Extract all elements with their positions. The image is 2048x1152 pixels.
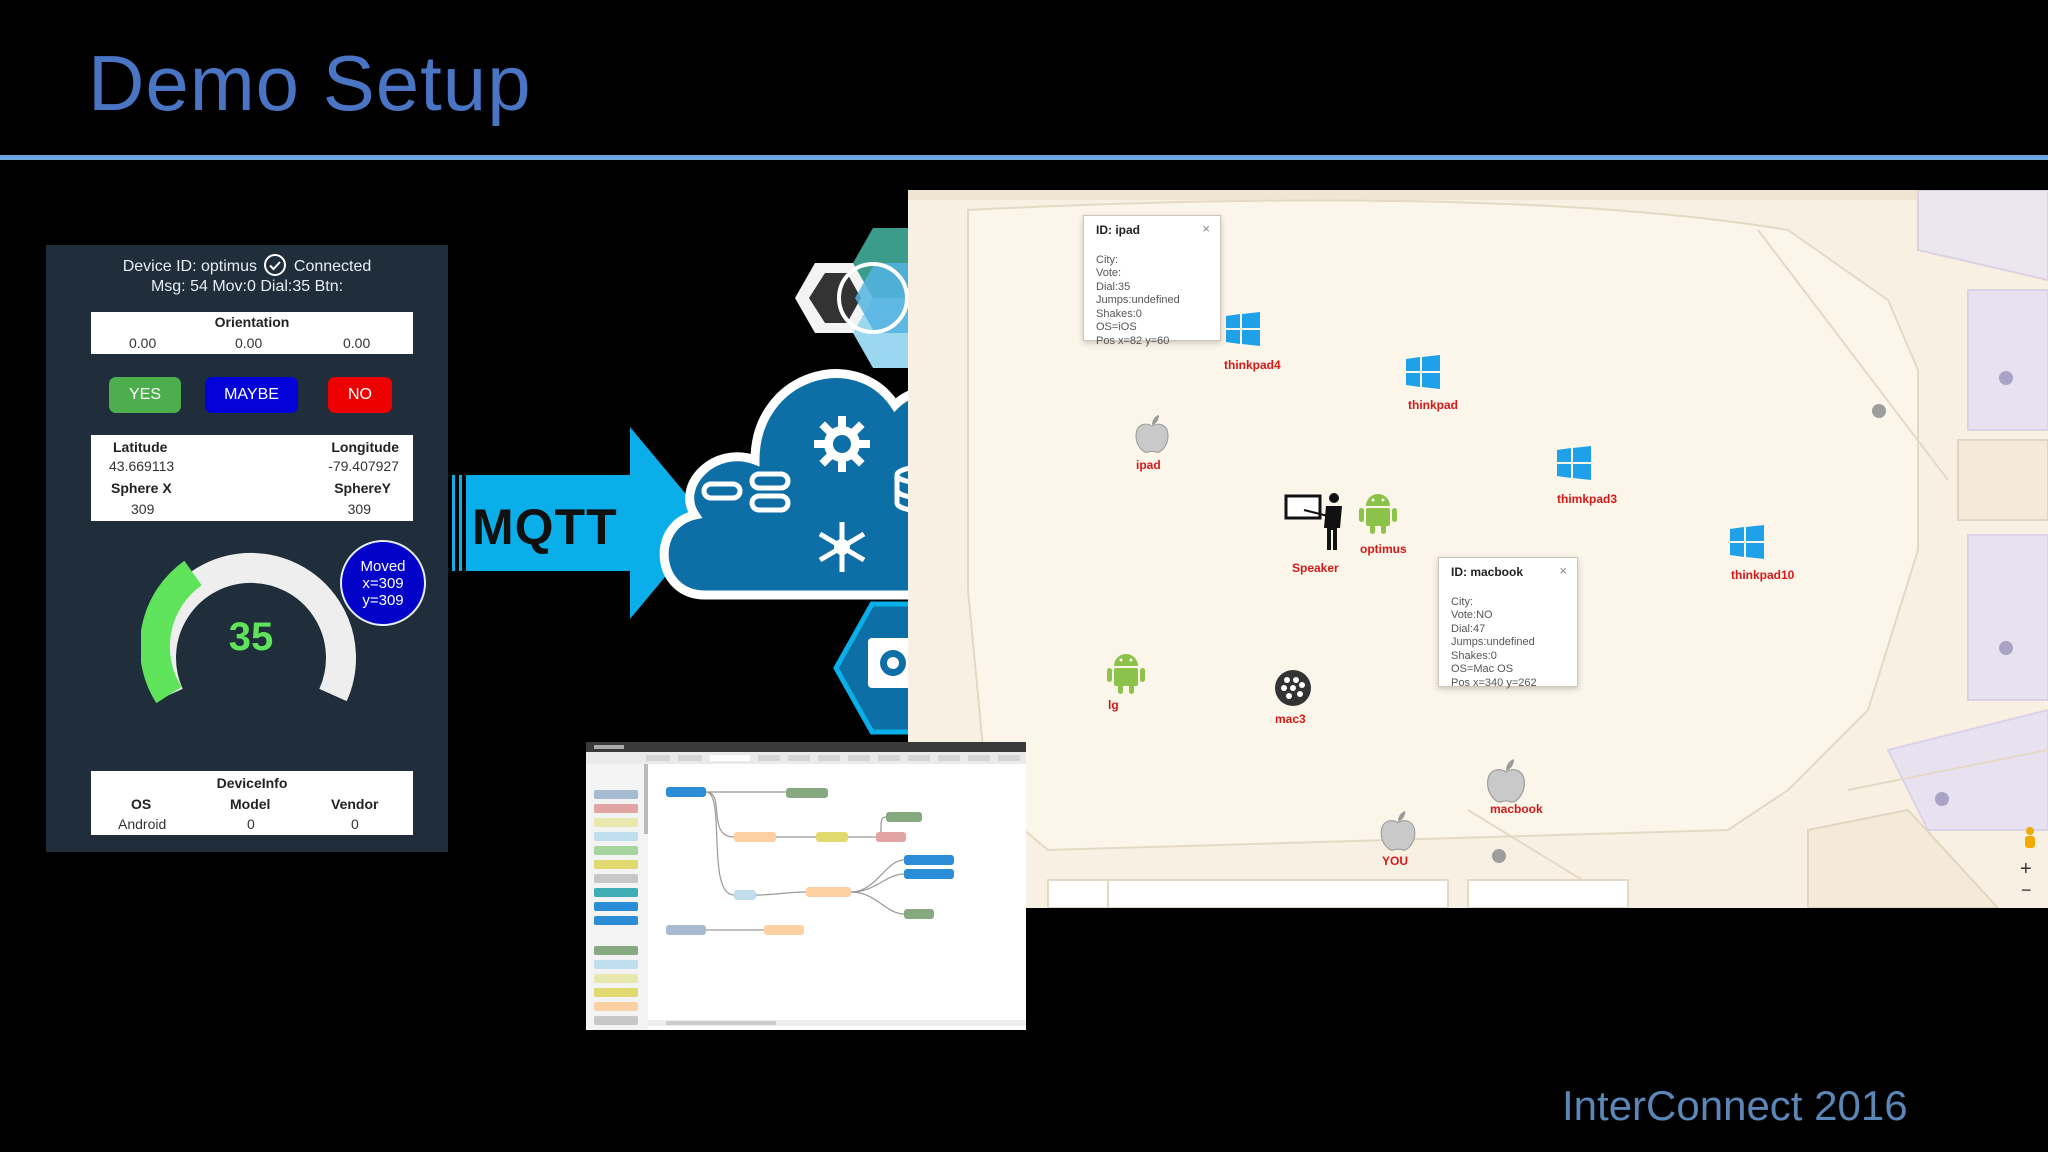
- device-popup-ipad: × ID: ipad City: Vote: Dial:35 Jumps:und…: [1083, 215, 1221, 347]
- node-red-editor: [586, 742, 1026, 1030]
- popup-line: Vote:NO: [1451, 609, 1493, 621]
- apple-icon[interactable]: [1378, 810, 1418, 852]
- popup-line: Pos x=340 y=262: [1451, 676, 1537, 689]
- model-value: 0: [247, 816, 255, 832]
- windows-icon[interactable]: [1406, 355, 1440, 389]
- windows-icon[interactable]: [1557, 446, 1591, 480]
- windows-icon[interactable]: [1226, 312, 1260, 346]
- longitude-label: Longitude: [331, 439, 399, 455]
- zoom-out-button[interactable]: −: [2021, 880, 2032, 900]
- floor-map[interactable]: thinkpad4 thinkpad thimkpad3 thinkpad10 …: [908, 190, 2048, 908]
- longitude-value: -79.407927: [328, 458, 399, 474]
- moved-y: y=309: [362, 591, 404, 609]
- maybe-button[interactable]: MAYBE: [205, 377, 298, 413]
- zoom-in-button[interactable]: +: [2020, 858, 2032, 880]
- deviceinfo-box: DeviceInfo OS Model Vendor Android 0 0: [91, 771, 413, 835]
- popup-title: ID: ipad: [1096, 223, 1140, 237]
- pegman-icon[interactable]: [2022, 826, 2038, 850]
- popup-line: Dial:35: [1096, 280, 1131, 293]
- sphere-y-value: 309: [347, 501, 371, 517]
- moved-indicator: Moved x=309 y=309: [340, 540, 426, 626]
- title-divider: [0, 155, 2048, 160]
- dial-value: 35: [228, 615, 274, 659]
- device-label-you: YOU: [1382, 854, 1409, 868]
- apple-icon[interactable]: [1134, 414, 1170, 454]
- orientation-value: 0.00: [235, 335, 263, 351]
- device-label-thimkpad3: thimkpad3: [1557, 492, 1618, 506]
- gear-icon: [814, 416, 870, 472]
- yes-button[interactable]: YES: [109, 377, 181, 413]
- phone-app-panel: Device ID: optimus Connected Msg: 54 Mov…: [46, 245, 448, 852]
- device-label-speaker: Speaker: [1292, 561, 1339, 575]
- popup-line: City:: [1096, 253, 1118, 266]
- flow-icon: [701, 471, 791, 513]
- close-icon[interactable]: ×: [1202, 221, 1210, 236]
- device-label-lg: lg: [1108, 698, 1119, 712]
- msg-stats: Msg: 54 Mov:0 Dial:35 Btn:: [150, 278, 344, 295]
- deviceinfo-header: DeviceInfo: [216, 775, 288, 791]
- popup-line: Dial:47: [1451, 622, 1486, 635]
- orientation-value: 0.00: [343, 335, 371, 351]
- popup-line: Pos x=82 y=60: [1096, 334, 1170, 347]
- os-value: Android: [118, 816, 167, 832]
- device-label-thinkpad10: thinkpad10: [1731, 568, 1795, 582]
- mqtt-label: MQTT: [472, 499, 618, 555]
- map-floorplan: [908, 190, 2048, 908]
- windows-icon[interactable]: [1730, 525, 1764, 559]
- os-label: OS: [131, 796, 152, 812]
- node-red-flow-canvas: [586, 742, 1026, 1030]
- device-popup-macbook: × ID: macbook City: Vote:NO Dial:47 Jump…: [1438, 557, 1578, 689]
- model-label: Model: [230, 796, 271, 812]
- slide-title: Demo Setup: [88, 39, 532, 127]
- sphere-y-label: SphereY: [334, 480, 391, 496]
- moved-x: x=309: [362, 574, 404, 592]
- device-label-mac3: mac3: [1275, 712, 1306, 726]
- popup-line: OS=iOS: [1096, 321, 1137, 333]
- vendor-label: Vendor: [331, 796, 379, 812]
- device-label-thinkpad4: thinkpad4: [1224, 358, 1281, 372]
- popup-line: Vote:: [1096, 267, 1122, 279]
- sphere-x-label: Sphere X: [111, 480, 172, 496]
- connected-text: Connected: [293, 258, 372, 275]
- blackberry-icon[interactable]: [1274, 669, 1312, 707]
- sphere-x-value: 309: [131, 501, 155, 517]
- orientation-header: Orientation: [214, 314, 290, 330]
- popup-line: Jumps:undefined: [1096, 294, 1180, 306]
- popup-line: Jumps:undefined: [1451, 636, 1535, 648]
- no-button[interactable]: NO: [328, 377, 392, 413]
- device-status-line: Device ID: optimus Connected: [46, 253, 448, 277]
- conference-footer: InterConnect 2016: [1562, 1082, 1908, 1129]
- device-label-optimus: optimus: [1360, 542, 1407, 556]
- popup-line: City:: [1451, 595, 1473, 608]
- popup-line: Shakes:0: [1451, 649, 1497, 662]
- dial-gauge[interactable]: [141, 535, 361, 705]
- device-label-thinkpad: thinkpad: [1408, 398, 1458, 412]
- vendor-value: 0: [351, 816, 359, 832]
- dial-gauge-fill: [141, 560, 203, 704]
- orientation-value: 0.00: [129, 335, 157, 351]
- device-label-macbook: macbook: [1490, 802, 1543, 816]
- device-label-ipad: ipad: [1136, 458, 1161, 472]
- popup-line: Shakes:0: [1096, 307, 1142, 320]
- close-icon[interactable]: ×: [1559, 563, 1567, 578]
- popup-line: OS=Mac OS: [1451, 663, 1514, 675]
- latitude-label: Latitude: [113, 439, 168, 455]
- network-icon: [818, 522, 866, 572]
- check-circle-icon: [264, 254, 287, 276]
- popup-title: ID: macbook: [1451, 565, 1524, 579]
- moved-label: Moved: [360, 557, 406, 575]
- location-box: Latitude Longitude 43.669113 -79.407927 …: [91, 435, 413, 521]
- device-id-text: Device ID: optimus: [122, 258, 257, 275]
- mqtt-arrow: [452, 427, 710, 619]
- apple-icon[interactable]: [1484, 758, 1528, 804]
- android-icon[interactable]: [1106, 650, 1146, 694]
- android-icon[interactable]: [1358, 490, 1398, 534]
- orientation-box: Orientation 0.00 0.00 0.00: [91, 312, 413, 354]
- speaker-presenter-icon[interactable]: [1284, 492, 1350, 552]
- latitude-value: 43.669113: [109, 458, 175, 474]
